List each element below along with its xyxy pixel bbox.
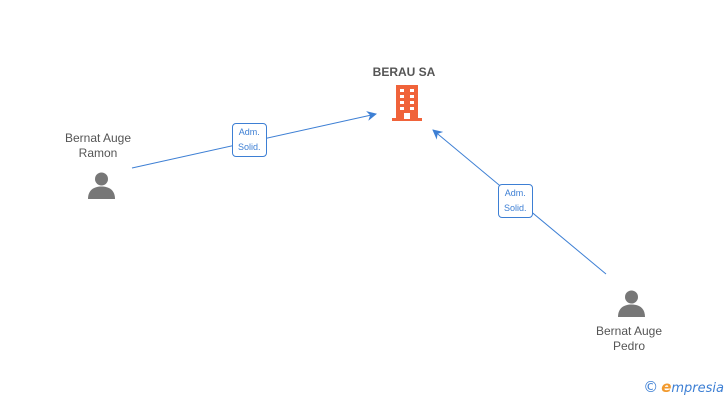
person-name-line2: Ramon xyxy=(78,146,118,160)
edge-label-pedro[interactable]: Adm. Solid. xyxy=(498,184,533,218)
copyright-icon: © xyxy=(643,378,659,396)
brand-name: mpresia xyxy=(671,381,724,396)
brand-logo: empresia xyxy=(661,378,724,396)
person-name-pedro[interactable]: Bernat Auge Pedro xyxy=(569,324,689,354)
building-icon[interactable] xyxy=(391,85,423,121)
person-name-ramon[interactable]: Bernat Auge Ramon xyxy=(38,131,158,161)
company-name[interactable]: BERAU SA xyxy=(372,65,436,79)
person-name-line1: Bernat Auge xyxy=(595,324,663,338)
person-name-line2: Pedro xyxy=(612,339,646,353)
brand-initial: e xyxy=(661,378,672,396)
edge-label-line2: Solid. xyxy=(504,203,527,213)
edge-label-line1: Adm. xyxy=(238,127,260,137)
person-name-line1: Bernat Auge xyxy=(64,131,132,145)
footer-brand[interactable]: © empresia xyxy=(643,378,724,396)
edge-label-ramon[interactable]: Adm. Solid. xyxy=(232,123,267,157)
person-icon[interactable] xyxy=(617,289,646,318)
person-icon[interactable] xyxy=(87,171,116,200)
edge-label-line2: Solid. xyxy=(238,142,261,152)
edge-label-line1: Adm. xyxy=(504,188,526,198)
